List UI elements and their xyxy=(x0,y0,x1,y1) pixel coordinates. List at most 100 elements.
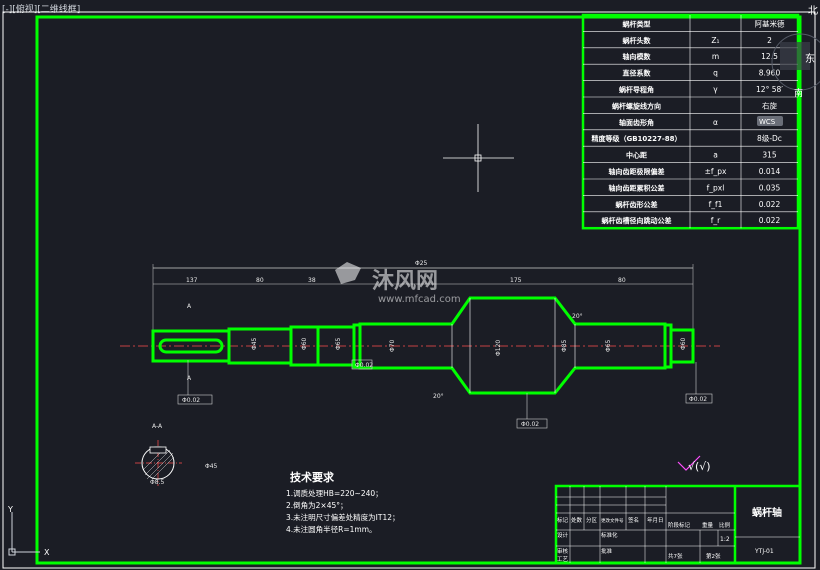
tech-requirements: 技术要求 1.调质处理HB=220~240； 2.倒角为2×45°； 3.未注明… xyxy=(286,470,400,534)
param-value: 8.960 xyxy=(759,69,781,78)
tb-part-name: 蜗杆轴 xyxy=(752,506,782,519)
param-value: 0.022 xyxy=(759,216,781,225)
overall-length-label: Φ25 xyxy=(415,260,428,267)
param-name: 精度等级（GB10227-88） xyxy=(591,134,681,143)
tb-role: 工艺 xyxy=(557,556,569,563)
compass-north: 北 xyxy=(808,5,818,17)
section-title: A-A xyxy=(152,423,163,430)
tb-header: 阶段标记 xyxy=(668,521,691,529)
compass-south: 南 xyxy=(794,87,803,99)
watermark-cn: 沐风网 xyxy=(372,269,438,294)
dia-label: Φ60 xyxy=(301,337,308,350)
compass-east: 东 xyxy=(805,52,815,65)
dia-label: Φ65 xyxy=(335,337,342,350)
param-symbol: m xyxy=(712,52,719,61)
dia-label: Φ70 xyxy=(389,339,396,352)
param-value: 0.022 xyxy=(759,200,781,209)
tech-title: 技术要求 xyxy=(290,470,335,484)
tolerance-frame-label: Φ0.02 xyxy=(689,396,707,403)
section-marker: A xyxy=(187,375,192,382)
dia-label: Φ45 xyxy=(251,337,258,350)
tolerance-frame-label: Φ0.02 xyxy=(182,397,200,404)
param-value: 2 xyxy=(767,36,772,45)
param-value: 8级-Dc xyxy=(757,133,782,143)
tb-header: 比例 xyxy=(719,521,731,529)
tolerance-frame-label: Φ0.02 xyxy=(355,362,373,369)
drawing-frame xyxy=(35,15,802,565)
title-block: 标记 处数 分区 更改文件号 签名 年月日 设计 审核 工艺 标准化 批准 阶段… xyxy=(554,484,802,565)
param-symbol: f_r xyxy=(711,216,721,225)
param-name: 中心距 xyxy=(626,151,647,160)
tb-header: 年月日 xyxy=(647,516,664,524)
param-symbol: γ xyxy=(713,85,718,94)
parameter-table-border xyxy=(581,13,800,230)
tb-sheet-total: 共7张 xyxy=(668,552,683,560)
dia-label: Φ60 xyxy=(680,337,687,350)
param-value: 315 xyxy=(762,151,777,160)
viewcube[interactable]: 北 东 南 WCS xyxy=(757,5,820,126)
shaft-view: Φ25 137 80 38 175 80 Φ45 Φ60 xyxy=(120,260,720,429)
tb-scale: 1:2 xyxy=(720,536,730,543)
param-name: 蜗杆导程角 xyxy=(619,85,654,94)
tb-header: 更改文件号 xyxy=(601,517,624,524)
ucs-y: Y xyxy=(7,505,13,514)
segment-dim: 80 xyxy=(256,277,264,284)
watermark-url: www.mfcad.com xyxy=(378,294,461,305)
segment-dim: 38 xyxy=(308,277,316,284)
wcs-badge[interactable] xyxy=(757,116,783,126)
section-dim: Φ8.5 xyxy=(150,479,164,486)
ucs-x: X xyxy=(44,548,50,557)
param-name: 蜗杆头数 xyxy=(623,36,652,45)
param-symbol: α xyxy=(713,118,718,127)
param-symbol: f_f1 xyxy=(709,200,723,209)
dia-label: Φ120 xyxy=(495,340,502,356)
param-name: 轴向模数 xyxy=(623,52,652,61)
param-value: 12.5 xyxy=(761,52,778,61)
section-view: A-A Φ8.5 Φ45 xyxy=(135,423,218,486)
segment-dim: 175 xyxy=(510,277,522,284)
param-value: 0.035 xyxy=(759,183,781,192)
section-dim: Φ45 xyxy=(205,463,218,470)
roughness-symbol: √(√) xyxy=(677,455,711,473)
tb-header: 处数 xyxy=(571,516,583,524)
param-symbol: ±f_px xyxy=(705,167,727,176)
ucs-icon xyxy=(8,512,40,556)
watermark: 沐风网 www.mfcad.com xyxy=(335,262,461,305)
param-name: 蜗杆齿槽径向跳动公差 xyxy=(602,216,672,225)
angle-label: 20° xyxy=(572,313,583,320)
tb-role: 审核 xyxy=(557,547,569,555)
viewcube-face[interactable] xyxy=(780,42,810,70)
tb-drawing-no: YTJ-01 xyxy=(754,548,774,555)
sheet-border xyxy=(2,11,816,569)
tb-header: 重量 xyxy=(702,521,714,529)
angle-label: 20° xyxy=(433,393,444,400)
section-marker: A xyxy=(187,303,192,310)
param-value: 12° 58′ xyxy=(756,85,783,94)
segment-dim: 80 xyxy=(618,277,626,284)
tech-item: 2.倒角为2×45°； xyxy=(286,500,348,510)
param-name: 轴向齿距极限偏差 xyxy=(609,167,665,176)
tb-std: 标准化 xyxy=(601,531,618,539)
param-name: 轴向齿距累积公差 xyxy=(609,183,665,192)
tb-role: 设计 xyxy=(557,531,569,539)
param-symbol: a xyxy=(713,151,718,160)
tb-header: 分区 xyxy=(586,516,598,524)
tb-header: 签名 xyxy=(628,516,639,524)
param-value: 0.014 xyxy=(759,167,781,176)
wcs-label: WCS xyxy=(759,118,776,126)
tolerance-frame-label: Φ0.02 xyxy=(521,421,539,428)
viewport-title[interactable]: [-][俯视][二维线框] xyxy=(2,5,81,15)
param-value: 阿基米德 xyxy=(755,18,785,28)
roughness-note: √(√) xyxy=(688,460,711,473)
tech-item: 1.调质处理HB=220~240； xyxy=(286,488,383,498)
compass-ring xyxy=(771,33,820,91)
param-name: 蜗杆螺旋线方向 xyxy=(612,101,661,110)
param-name: 蜗杆类型 xyxy=(623,19,651,28)
param-symbol: Z₁ xyxy=(711,36,719,45)
segment-dim: 137 xyxy=(186,277,198,284)
crosshair-cursor xyxy=(443,124,514,192)
param-name: 直径系数 xyxy=(623,69,652,78)
dia-label: Φ65 xyxy=(605,339,612,352)
